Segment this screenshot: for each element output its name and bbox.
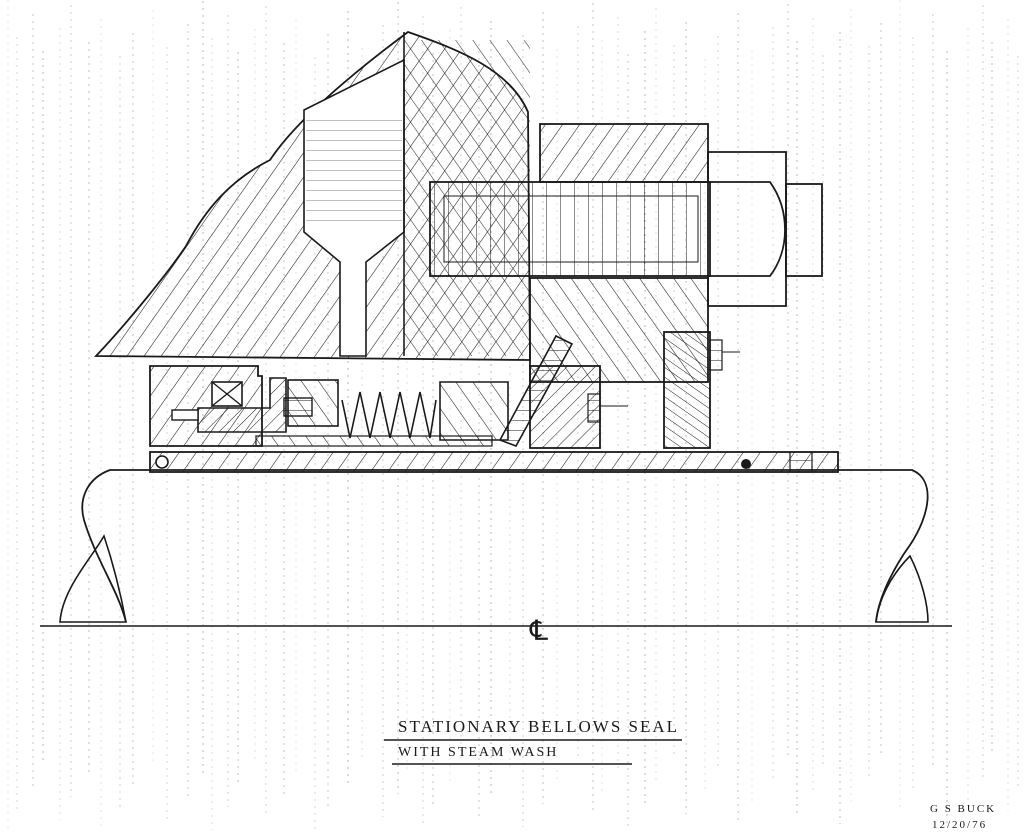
set-screw-seat — [587, 393, 601, 423]
drawing-title: STATIONARY BELLOWS SEAL — [398, 717, 679, 736]
shaft-body-outline — [81, 469, 929, 623]
sleeve-set-screw — [789, 451, 813, 473]
o-ring-right — [741, 459, 751, 469]
retainer-block — [197, 377, 287, 433]
seal-ring-wedge — [439, 381, 509, 441]
stud-bolt-center — [443, 195, 699, 263]
centerline-symbol: ℄ — [529, 616, 550, 647]
drive-collar — [149, 365, 263, 447]
drawing-subtitle: WITH STEAM WASH — [398, 745, 558, 760]
bellows-spring — [341, 391, 437, 439]
angled-deflector — [498, 334, 574, 447]
set-screw-right — [709, 339, 723, 371]
gasket-cross-2 — [211, 381, 243, 407]
shaft-left-curve — [59, 534, 127, 623]
steam-port-hatch-upper — [306, 118, 402, 228]
shaft-sleeve — [149, 451, 839, 473]
stud-end — [785, 183, 823, 277]
bellows-end-fitting — [287, 379, 339, 427]
o-ring-left — [155, 455, 169, 469]
stud-bolt — [429, 181, 711, 277]
author-initials: G S BUCK — [930, 803, 996, 815]
hex-nut — [707, 151, 787, 307]
shaft-right-curve — [875, 554, 929, 623]
drive-pin — [171, 409, 199, 421]
gland-plate-upper — [539, 123, 709, 183]
bellows-sleeve-strip — [255, 435, 493, 447]
gland-follower — [663, 331, 711, 449]
drawing-date: 12/20/76 — [932, 819, 987, 831]
